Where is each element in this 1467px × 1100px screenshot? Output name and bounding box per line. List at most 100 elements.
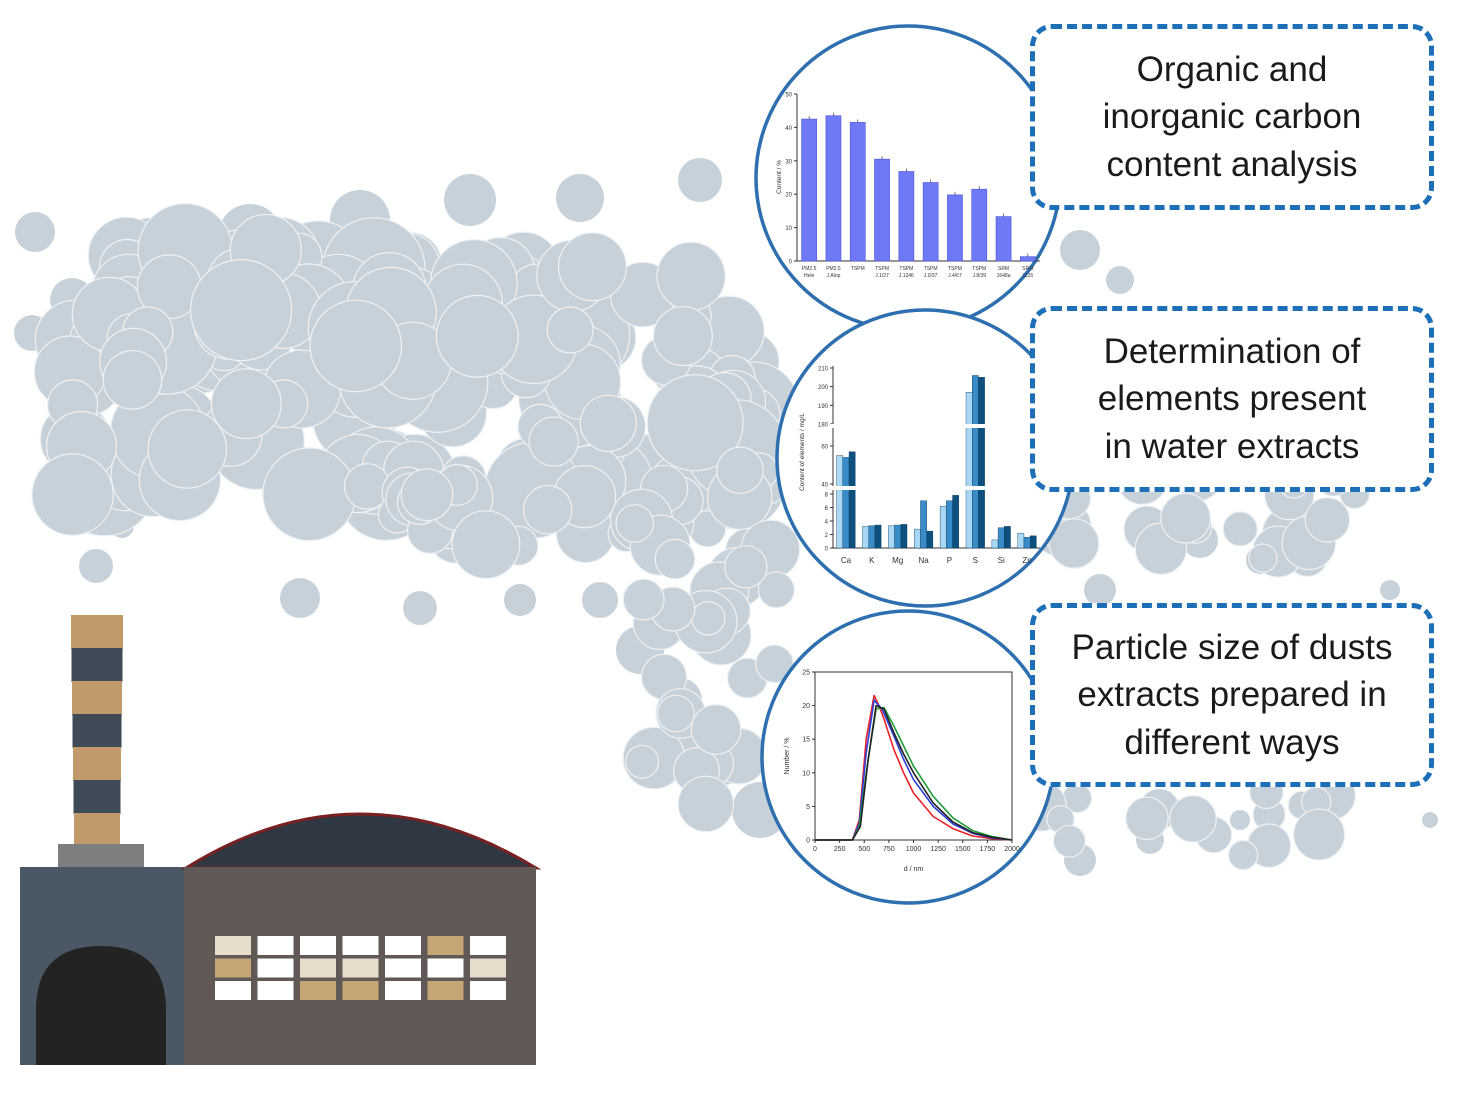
series-line <box>815 706 1013 841</box>
x-tick-label: J.4/67 <box>948 273 962 279</box>
chimney-band <box>72 681 122 715</box>
y-tick-label: 5 <box>806 804 810 811</box>
y-axis-label: Content / % <box>776 160 783 194</box>
bar <box>862 526 869 549</box>
bar <box>825 115 842 262</box>
smoke-puff <box>451 510 521 579</box>
bar <box>894 524 901 549</box>
bar <box>842 457 850 549</box>
callout-line: content analysis <box>1106 144 1358 184</box>
y-axis-label: Content of elements / mg/L <box>799 413 806 491</box>
chimney-band <box>73 747 121 781</box>
x-tick-label: Mg <box>892 556 903 565</box>
building-window <box>215 936 251 955</box>
smoke-puff <box>1052 824 1086 858</box>
bar <box>849 122 866 262</box>
smoke-puff <box>15 212 55 252</box>
y-tick-label: 50 <box>785 93 792 99</box>
smoke-puff <box>528 416 579 467</box>
x-tick-label: TSPM <box>875 266 889 272</box>
x-tick-label: 2000 <box>1004 846 1020 853</box>
axis-break <box>829 486 1040 490</box>
x-tick-label: Zn <box>1022 556 1031 565</box>
bar <box>914 528 921 549</box>
smoke-puff <box>31 453 114 536</box>
x-tick-label: 1250 <box>930 846 946 853</box>
bar <box>1004 526 1011 549</box>
bar <box>965 392 973 549</box>
smoke-puff <box>102 350 163 410</box>
building-window <box>427 958 464 978</box>
chimney-band <box>74 813 120 847</box>
smoke-puff <box>1248 543 1278 573</box>
smoke-puff <box>210 368 282 440</box>
y-tick-label: 190 <box>818 404 829 410</box>
smoke-puff <box>615 504 655 543</box>
bar <box>1017 532 1025 549</box>
bar <box>997 527 1005 549</box>
bar <box>848 451 856 549</box>
building-window <box>215 981 251 1000</box>
smoke-puff <box>724 545 768 589</box>
y-axis-label: Number / % <box>784 738 791 775</box>
x-tick-label: TSPM <box>972 266 986 272</box>
y-tick-label: 25 <box>802 670 810 677</box>
smoke-puff <box>652 306 713 367</box>
bar <box>991 539 999 549</box>
smoke-puff <box>403 591 437 625</box>
smoke-puff <box>755 644 794 684</box>
bar <box>801 118 817 262</box>
building-window <box>257 936 294 955</box>
y-tick-label: 40 <box>821 483 828 489</box>
y-tick-label: 210 <box>818 367 829 373</box>
series-line <box>815 704 1013 841</box>
bar <box>952 495 959 549</box>
x-tick-label: Ca <box>841 556 852 565</box>
smoke-puff <box>677 775 735 833</box>
bar <box>926 530 934 549</box>
particle-size-callout: Particle size of dusts extracts prepared… <box>1030 603 1434 787</box>
y-tick-label: 200 <box>818 385 829 391</box>
x-tick-label: J.1246 <box>899 273 914 279</box>
y-tick-label: 15 <box>802 737 810 744</box>
chart-circle-border <box>760 609 1056 905</box>
callout-line: extracts prepared in <box>1077 675 1387 715</box>
smoke-puff <box>1084 574 1116 606</box>
x-tick-label: 1000 <box>906 846 922 853</box>
building-window <box>300 936 336 955</box>
bar <box>874 158 890 262</box>
x-tick-label: PM2.5 <box>802 266 817 272</box>
chimney-band <box>72 714 122 748</box>
bar <box>1020 256 1036 262</box>
building-window <box>300 981 336 1000</box>
x-tick-label: TSPM <box>948 266 962 272</box>
smoke-puff <box>546 306 594 354</box>
series-line <box>815 699 1013 841</box>
smoke-puff <box>400 468 454 522</box>
x-tick-label: SRM <box>1022 266 1033 272</box>
x-axis-label: d / nm <box>904 866 924 873</box>
smoke-puff <box>579 394 637 452</box>
y-tick-label: 2 <box>825 533 829 539</box>
bar <box>995 216 1012 262</box>
smoke-puff <box>435 294 519 378</box>
bar <box>920 500 927 549</box>
x-tick-label: 1648a <box>997 273 1011 279</box>
y-tick-label: 10 <box>785 226 792 232</box>
smoke-puff <box>309 299 403 393</box>
smoke-puff <box>190 259 293 362</box>
smoke-puff <box>1106 266 1134 294</box>
bar <box>939 505 947 549</box>
x-tick-label: Na <box>918 556 929 565</box>
smoke-puff <box>444 174 496 226</box>
bar <box>874 524 882 549</box>
bar <box>898 171 915 262</box>
smoke-puff <box>1125 796 1169 841</box>
x-tick-label: S <box>973 556 978 565</box>
bar <box>922 182 939 262</box>
y-tick-label: 8 <box>825 493 829 499</box>
x-tick-label: 500 <box>858 846 870 853</box>
smoke-puff <box>656 241 726 311</box>
